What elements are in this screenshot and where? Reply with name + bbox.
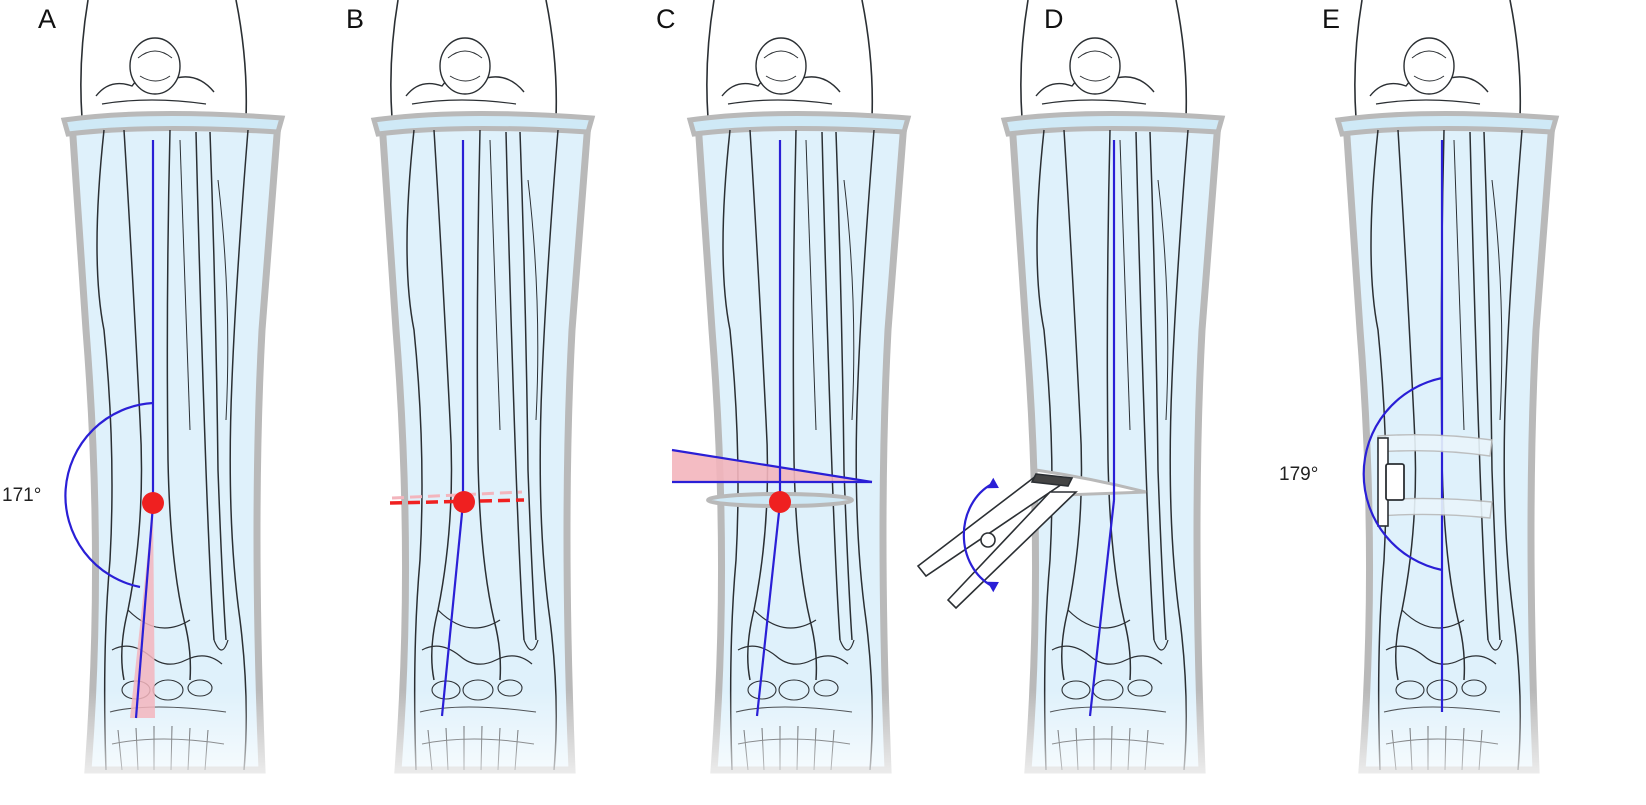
panel-label: B [346,4,365,34]
rotation-arrow-arc [962,483,993,587]
cast-spreader-tool [916,473,1078,610]
panel-label: A [38,4,57,34]
panel-e: E 179° [1274,0,1603,805]
leg-cast-illustration-e [1274,0,1603,805]
leg-cast-illustration-a [0,0,329,805]
angle-arc [1362,376,1443,572]
distal-axis-line [440,502,465,717]
distal-axis-line [755,502,782,717]
rotation-arrow-head-top [987,477,999,489]
leg-cast-illustration-c [671,0,955,805]
panel-b: B [310,0,639,805]
apex-marker [142,492,164,514]
panel-a: A 171° [0,0,329,805]
cast-edge-upper [1377,433,1493,457]
panel-label: E [1322,4,1341,34]
cast-edge-lower [1377,497,1493,519]
panel-d: D [916,0,1269,805]
angle-measurement-label: 171° [2,485,42,506]
leg-cast-illustration-b [310,0,639,805]
wedge-upper-line [671,448,873,484]
apex-marker [769,491,791,513]
panel-c: C [626,0,955,805]
angle-measurement-label: 179° [1279,464,1319,485]
apex-marker [453,491,475,513]
rotation-arrow-head-bottom [987,581,999,593]
wedge-cut-line [389,498,525,505]
panel-label: D [1044,4,1064,34]
leg-cast-illustration-d [916,0,1269,805]
distal-axis-line [134,504,155,719]
wedge-spacer-block [1385,463,1405,501]
angle-arc [64,401,154,589]
panel-label: C [656,4,676,34]
distal-axis-line [1088,499,1116,717]
